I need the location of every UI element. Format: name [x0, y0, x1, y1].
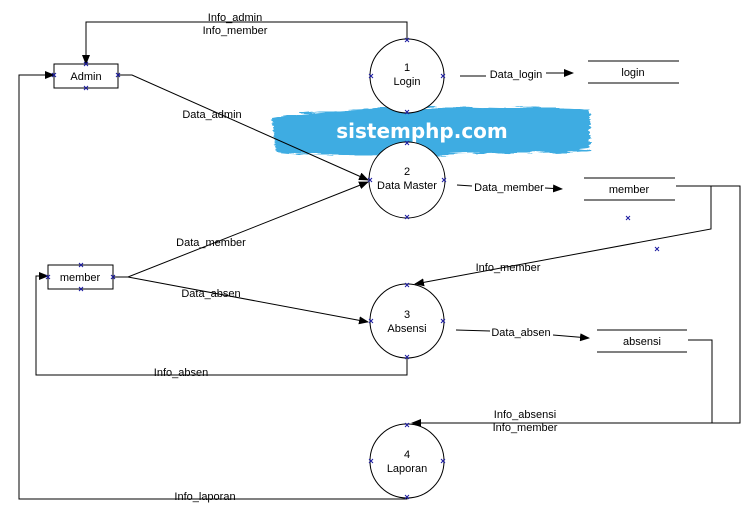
- process-login-name: Login: [394, 76, 421, 88]
- connection-marker: [110, 274, 116, 280]
- process-login: 1 Login: [369, 38, 445, 114]
- connection-marker: [78, 262, 84, 268]
- flow-label-info-member-top: Info_member: [203, 25, 268, 37]
- process-laporan-name: Laporan: [387, 463, 427, 475]
- flow-data-absen-in-line: [113, 276, 369, 325]
- entity-admin-label: Admin: [70, 71, 101, 83]
- flow-label-data-absen-in: Data_absen: [181, 288, 240, 300]
- watermark-text: sistemphp.com: [336, 119, 508, 143]
- connection-markers: [45, 37, 660, 500]
- entity-member: member: [47, 264, 114, 290]
- flow-info-absensi-line: [412, 185, 741, 423]
- process-data-master-name: Data Master: [377, 180, 437, 192]
- entity-member-label: member: [60, 272, 101, 284]
- flow-label-info-absen: Info_absen: [154, 367, 208, 379]
- process-login-number: 1: [404, 62, 410, 74]
- flow-data-member-store-line: [456, 185, 562, 189]
- flow-label-data-absen-store: Data_absen: [491, 327, 550, 339]
- connection-marker: [404, 140, 410, 146]
- process-data-master: 2 Data Master: [368, 141, 446, 219]
- connection-marker: [45, 274, 51, 280]
- process-data-master-number: 2: [404, 166, 410, 178]
- flow-info-absen-line: [35, 272, 408, 376]
- flow-label-info-admin: Info_admin: [208, 12, 262, 24]
- store-login: login: [588, 60, 679, 84]
- connection-marker: [78, 286, 84, 292]
- connection-marker: [441, 177, 447, 183]
- flow-data-admin-line: [118, 74, 369, 181]
- store-member: member: [584, 177, 675, 201]
- store-login-label: login: [621, 67, 644, 79]
- connection-marker: [83, 61, 89, 67]
- connection-marker: [404, 494, 410, 500]
- flow-label-data-login: Data_login: [490, 69, 543, 81]
- store-member-label: member: [609, 184, 650, 196]
- process-laporan-number: 4: [404, 449, 410, 461]
- flow-info-admin-line: [82, 21, 408, 65]
- flow-data-login-line: [460, 73, 573, 76]
- connection-marker: [404, 422, 410, 428]
- process-laporan: 4 Laporan: [369, 423, 445, 499]
- store-absensi-label: absensi: [623, 336, 661, 348]
- flow-label-info-absensi: Info_absensi: [494, 409, 556, 421]
- process-absensi-number: 3: [404, 309, 410, 321]
- connection-marker: [368, 318, 374, 324]
- connection-marker: [654, 246, 660, 252]
- flow-label-data-member-store: Data_member: [474, 182, 544, 194]
- connection-marker: [440, 318, 446, 324]
- flow-label-data-admin: Data_admin: [182, 109, 241, 121]
- connection-marker: [404, 354, 410, 360]
- connection-marker: [404, 214, 410, 220]
- connection-marker: [367, 177, 373, 183]
- connection-marker: [440, 73, 446, 79]
- process-absensi-name: Absensi: [387, 323, 426, 335]
- connection-marker: [404, 37, 410, 43]
- watermark: sistemphp.com: [272, 107, 590, 156]
- connection-marker: [404, 282, 410, 288]
- connection-marker: [404, 109, 410, 115]
- flow-data-member-in-line: [113, 181, 369, 278]
- flow-label-info-member-mid: Info_member: [476, 262, 541, 274]
- connection-marker: [625, 215, 631, 221]
- flow-data-absen-store-line: [455, 330, 589, 338]
- connection-marker: [440, 458, 446, 464]
- connection-marker: [115, 72, 121, 78]
- connection-marker: [368, 73, 374, 79]
- flow-label-info-laporan: Info_laporan: [174, 491, 235, 503]
- entity-admin: Admin: [53, 63, 119, 89]
- connection-marker: [51, 72, 57, 78]
- watermark-brush: [272, 107, 590, 156]
- process-absensi: 3 Absensi: [369, 283, 445, 359]
- connection-marker: [83, 85, 89, 91]
- flow-label-info-member-bottom: Info_member: [493, 422, 558, 434]
- flow-label-data-member-in: Data_member: [176, 237, 246, 249]
- flow-info-member-mid-line: [414, 185, 712, 287]
- connection-marker: [368, 458, 374, 464]
- store-absensi: absensi: [597, 329, 687, 353]
